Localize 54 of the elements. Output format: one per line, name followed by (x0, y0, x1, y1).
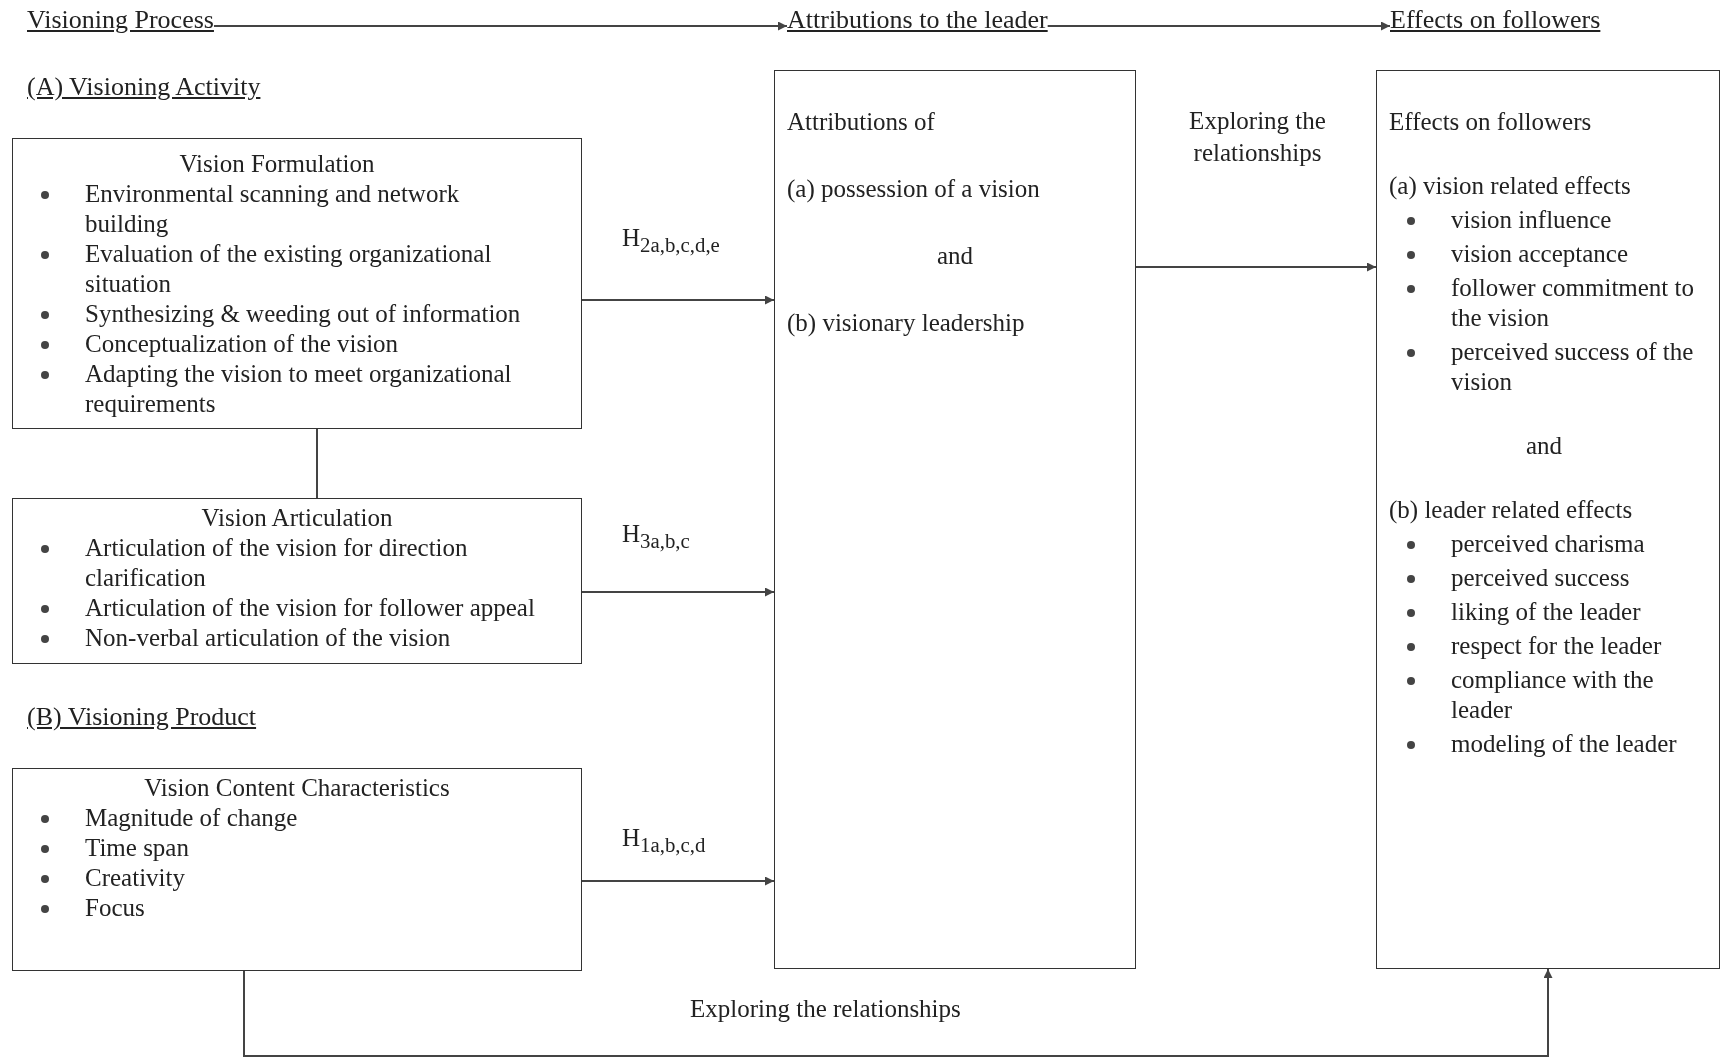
bullet-item: Focus (23, 893, 571, 923)
arrow (212, 21, 788, 31)
section-heading: (B) Visioning Product (27, 702, 257, 732)
bullet-item: Non-verbal articulation of the vision (23, 623, 571, 653)
heading-text: Visioning Process (27, 5, 214, 35)
bullet-item: Articulation of the vision for direction clarification (23, 533, 571, 593)
heading-text: Attributions to the leader (787, 5, 1048, 35)
bullet-item: Magnitude of change (23, 803, 571, 833)
section-heading: (A) Visioning Activity (27, 72, 261, 102)
bullet-item: vision acceptance (1389, 239, 1699, 269)
box-text: Effects on followers (1389, 107, 1593, 137)
box-title: Vision Content Characteristics (143, 773, 451, 803)
text-box (12, 498, 582, 664)
arrow (581, 587, 775, 597)
box-text: and (935, 241, 975, 271)
box-title: Vision Formulation (178, 149, 376, 179)
text-box (774, 70, 1136, 969)
bullet-item: Adapting the vision to meet organizational requirements (23, 359, 531, 419)
text-box (1376, 70, 1720, 969)
bullet-item: Time span (23, 833, 571, 863)
bullet-item: Evaluation of the existing organizational situation (23, 239, 531, 299)
box-text: (b) visionary leadership (787, 308, 1026, 338)
bullet-item: Environmental scanning and network building (23, 179, 531, 239)
bullet-item: Articulation of the vision for follower appeal (23, 593, 571, 623)
bullet-item: liking of the leader (1389, 597, 1699, 627)
box-text: (a) possession of a vision (787, 174, 1041, 204)
arrow (581, 876, 775, 886)
box-text: (a) vision related effects (1389, 171, 1632, 201)
edge-label: H$_{1a,b,c,d}$ (622, 823, 706, 859)
bullet-item: Conceptualization of the vision (23, 329, 531, 359)
edge-label: Exploring the relationships (690, 994, 961, 1024)
box-text: (b) leader related effects (1389, 495, 1634, 525)
arrow (243, 968, 1553, 1057)
bullet-item: Creativity (23, 863, 571, 893)
text-box (12, 138, 582, 429)
bullet-item: perceived success (1389, 563, 1699, 593)
arrow (1046, 21, 1391, 31)
arrow (1135, 262, 1377, 272)
bullet-item: vision influence (1389, 205, 1699, 235)
bullet-item: Synthesizing & weeding out of information (23, 299, 531, 329)
bullet-item: perceived success of the vision (1389, 337, 1699, 397)
edge-label: H$_{2a,b,c,d,e}$ (622, 223, 720, 259)
box-text: Attributions of (787, 107, 936, 137)
bullet-item: modeling of the leader (1389, 729, 1699, 759)
heading-text: Effects on followers (1390, 5, 1601, 35)
edge-label: H$_{3a,b,c}$ (622, 519, 690, 555)
bullet-item: perceived charisma (1389, 529, 1699, 559)
arrow (581, 295, 775, 305)
edge-label: Exploring the relationships (1188, 106, 1327, 168)
box-title: Vision Articulation (200, 503, 394, 533)
text-box (12, 768, 582, 971)
box-text: and (1524, 431, 1564, 461)
connector-line (316, 428, 318, 499)
bullet-item: respect for the leader (1389, 631, 1699, 661)
